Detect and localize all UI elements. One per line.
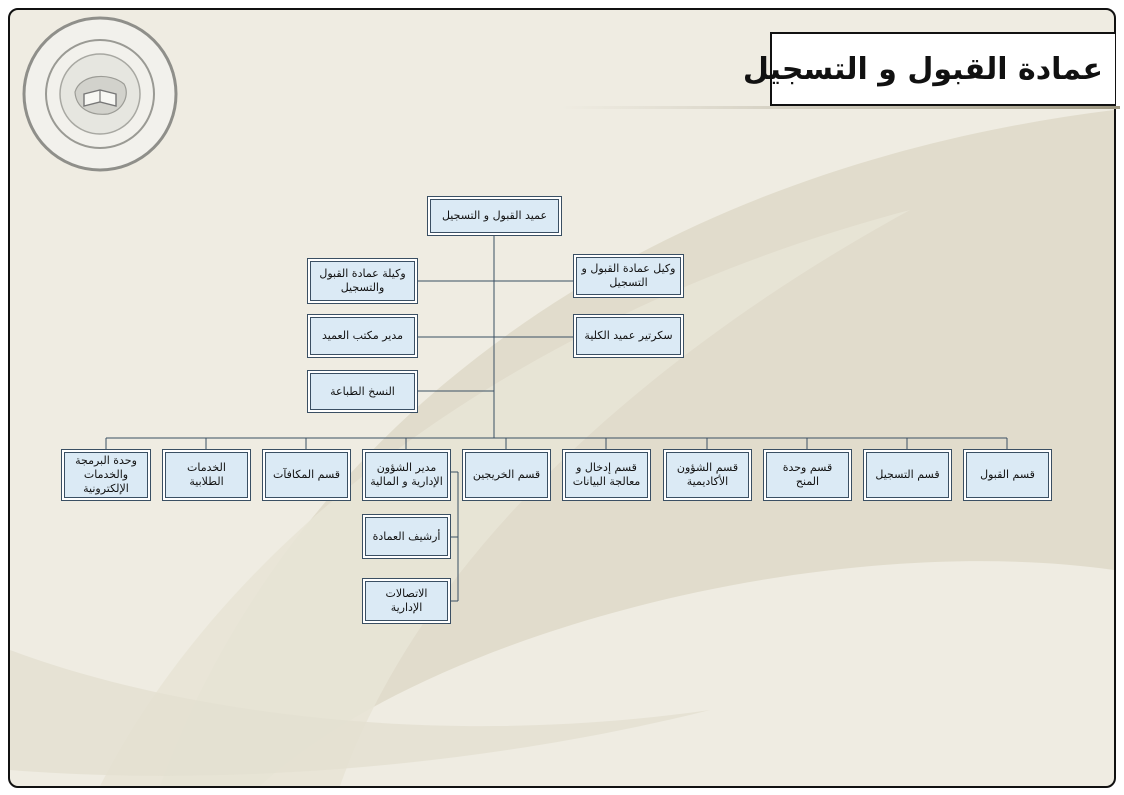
admin-finance-manager-label: مدير الشؤون الإدارية و المالية xyxy=(370,461,443,488)
dept-data-entry-box[interactable]: قسم إدخال و معالجة البيانات xyxy=(562,449,651,501)
dean-label: عميد القبول و التسجيل xyxy=(441,209,548,222)
dept-academic-affairs-label: قسم الشؤون الأكاديمية xyxy=(676,461,739,488)
copying-printing-label: النسخ الطباعة xyxy=(330,384,395,398)
dept-registration-label: قسم التسجيل xyxy=(875,468,940,481)
deanship-archive-box[interactable]: أرشيف العمادة xyxy=(362,514,451,559)
programming-eservices-label: وحدة البرمجة والخدمات الإلكترونية xyxy=(75,454,137,495)
university-logo xyxy=(22,16,178,172)
admin-finance-manager-box[interactable]: مدير الشؤون الإدارية و المالية xyxy=(362,449,451,501)
dept-scholarships-box[interactable]: قسم وحدة المنح xyxy=(763,449,852,501)
dept-academic-affairs-box[interactable]: قسم الشؤون الأكاديمية xyxy=(663,449,752,501)
administrative-communications-label: الاتصالات الإدارية xyxy=(385,587,428,614)
dept-graduates-box[interactable]: قسم الخريجين xyxy=(462,449,551,501)
vice-dean-male-box[interactable]: وكيل عمادة القبول و التسجيل xyxy=(573,254,684,298)
dean-office-manager-box[interactable]: مدير مكتب العميد xyxy=(307,314,418,358)
dept-registration-box[interactable]: قسم التسجيل xyxy=(863,449,952,501)
student-services-label: الخدمات الطلابية xyxy=(187,461,226,488)
dept-admission-box[interactable]: قسم القبول xyxy=(963,449,1052,501)
dept-admission-label: قسم القبول xyxy=(980,468,1035,481)
vice-dean-female-box[interactable]: وكيلة عمادة القبول والتسجيل xyxy=(307,258,418,304)
vice-dean-male-label: وكيل عمادة القبول و التسجيل xyxy=(581,262,676,289)
title-underline xyxy=(560,106,1120,109)
student-services-box[interactable]: الخدمات الطلابية xyxy=(162,449,251,501)
programming-eservices-box[interactable]: وحدة البرمجة والخدمات الإلكترونية xyxy=(61,449,151,501)
dept-data-entry-label: قسم إدخال و معالجة البيانات xyxy=(572,461,641,488)
dept-scholarships-label: قسم وحدة المنح xyxy=(782,461,833,488)
vice-dean-female-label: وكيلة عمادة القبول والتسجيل xyxy=(319,267,406,294)
dean-office-manager-label: مدير مكتب العميد xyxy=(321,329,404,342)
page-title: عمادة القبول و التسجيل xyxy=(742,51,1103,87)
dean-secretary-box[interactable]: سكرتير عميد الكلية xyxy=(573,314,684,358)
dept-rewards-box[interactable]: قسم المكافآت xyxy=(262,449,351,501)
copying-printing-box[interactable]: النسخ الطباعة xyxy=(307,370,418,413)
dean-box[interactable]: عميد القبول و التسجيل xyxy=(427,196,562,236)
dean-secretary-label: سكرتير عميد الكلية xyxy=(584,329,673,342)
deanship-archive-label: أرشيف العمادة xyxy=(372,529,441,543)
administrative-communications-box[interactable]: الاتصالات الإدارية xyxy=(362,578,451,624)
dept-graduates-label: قسم الخريجين xyxy=(472,468,541,481)
dept-rewards-label: قسم المكافآت xyxy=(272,468,341,481)
title-box: عمادة القبول و التسجيل xyxy=(743,32,1115,106)
